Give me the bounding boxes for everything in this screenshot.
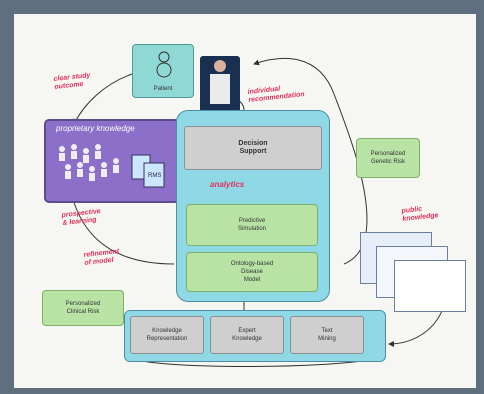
analytics-label: analytics	[210, 180, 245, 189]
connector-public-bottom	[388, 305, 445, 347]
patient-icon	[156, 51, 172, 78]
b1-line2: Representation	[146, 336, 188, 342]
decision-support-line1: Decision	[238, 140, 268, 147]
risk-line2: Disease	[241, 269, 263, 275]
text-mining-box: Text Mining	[290, 316, 364, 354]
ontology-model-box: Ontology-based Disease Model	[186, 252, 318, 292]
proprietary-knowledge-box: proprietary knowledge	[44, 119, 180, 203]
people-cluster	[54, 139, 124, 193]
predictive-simulation-box: Predictive Simulation	[186, 204, 318, 246]
b3-line1: Text	[321, 328, 333, 334]
predictive-line1: Predictive	[238, 218, 266, 224]
expert-knowledge-box: Expert Knowledge	[210, 316, 284, 354]
connector-patient-left	[73, 73, 133, 125]
b3-line2: Mining	[318, 336, 336, 342]
connector-right-loop	[253, 58, 368, 265]
risk-line1: Ontology-based	[230, 261, 274, 267]
patient-box: Patient	[132, 44, 194, 98]
genetic-risk-box: Personalized Genetic Risk	[356, 138, 420, 178]
database-icon: RMS	[130, 147, 168, 191]
screen-front	[394, 260, 466, 312]
doctor-figure	[200, 56, 240, 112]
b1-line1: Knowledge	[152, 328, 182, 334]
clinical-line1: Personalized	[65, 301, 101, 307]
proprietary-title: proprietary knowledge	[56, 124, 135, 133]
connector-bottom-loop	[133, 358, 375, 367]
decision-support-line2: Support	[239, 148, 267, 155]
patient-label: Patient	[153, 86, 173, 92]
b2-line2: Knowledge	[232, 336, 262, 342]
b2-line1: Expert	[238, 328, 256, 334]
database-label: RMS	[148, 173, 162, 179]
diagram-canvas: Patient proprietary knowledge	[14, 14, 476, 388]
risk-line3: Model	[243, 277, 261, 283]
genetic-line2: Genetic Risk	[370, 159, 405, 165]
knowledge-representation-box: Knowledge Representation	[130, 316, 204, 354]
clinical-risk-box: Personalized Clinical Risk	[42, 290, 124, 326]
doctor-head	[214, 60, 226, 72]
decision-support-box: Decision Support	[184, 126, 322, 170]
people-icon	[59, 144, 119, 181]
public-knowledge-screens	[360, 232, 466, 312]
clinical-line2: Clinical Risk	[66, 309, 100, 315]
genetic-line1: Personalized	[370, 151, 406, 157]
predictive-line2: Simulation	[237, 226, 266, 232]
doctor-coat	[210, 74, 230, 104]
